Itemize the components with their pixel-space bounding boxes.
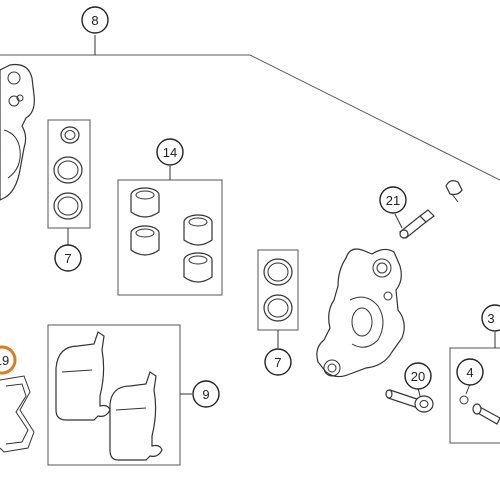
brake-pad-1	[55, 331, 111, 421]
bleeder-screw	[394, 209, 435, 239]
callout-seal-kit-left[interactable]: 7	[54, 244, 82, 272]
callout-pin-kit[interactable]: 3	[481, 304, 500, 332]
svg-text:21: 21	[386, 193, 400, 208]
piston-4	[183, 252, 213, 283]
callout-pad-set[interactable]: 9	[192, 380, 220, 408]
assembly-outline	[0, 54, 500, 181]
piston-set	[117, 166, 223, 296]
callout-piston-set[interactable]: 14	[156, 138, 184, 166]
svg-text:14: 14	[163, 145, 177, 160]
callout-pad-spring[interactable]: 19	[0, 345, 17, 375]
callout-assembly[interactable]: 8	[81, 6, 109, 34]
svg-text:7: 7	[64, 251, 71, 266]
callout-seal-kit-right[interactable]: 7	[264, 348, 292, 376]
brake-pad-2	[109, 371, 163, 461]
seal-kit-right	[257, 249, 299, 348]
piston-1	[130, 187, 160, 218]
svg-text:8: 8	[91, 13, 98, 28]
right-caliper-part	[316, 248, 405, 378]
callout-bleeder[interactable]: 21	[379, 186, 407, 214]
svg-text:3: 3	[487, 311, 494, 326]
svg-text:20: 20	[411, 369, 425, 384]
piston-2	[130, 225, 160, 256]
svg-text:4: 4	[466, 365, 473, 380]
callout-pin[interactable]: 4	[456, 358, 484, 386]
bleeder-cap	[445, 180, 463, 203]
seal-kit-left	[47, 119, 91, 245]
highlight-ring	[0, 345, 17, 375]
callout-caliper-bolt[interactable]: 20	[404, 362, 432, 390]
caliper-bolt	[385, 387, 434, 413]
pin-kit	[449, 332, 500, 444]
svg-text:19: 19	[0, 353, 9, 368]
piston-3	[183, 214, 213, 246]
pad-set	[47, 324, 192, 466]
svg-text:7: 7	[274, 355, 281, 370]
svg-text:9: 9	[202, 387, 209, 402]
pad-spring	[0, 375, 35, 453]
left-caliper-part	[0, 63, 35, 201]
